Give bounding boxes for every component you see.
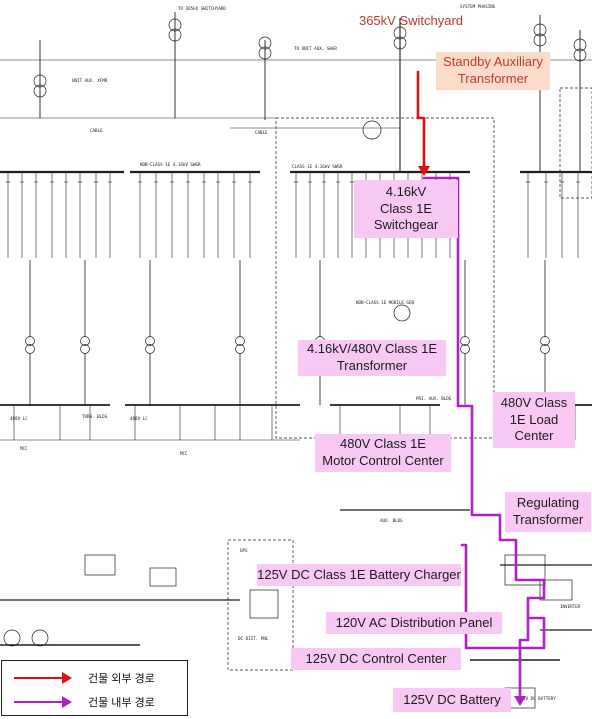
text-inverter: INVERTER — [560, 604, 581, 609]
transformer-winding — [460, 344, 470, 354]
transformer-winding — [235, 336, 245, 346]
text-switchgear-bus: CLASS 1E 4.16kV SWGR — [292, 164, 343, 169]
text-pri-aux-bldg: PRI. AUX. BLDG — [416, 396, 452, 401]
text-diesel-gen: NON-CLASS 1E MOBILE GEN — [356, 300, 414, 305]
text-ups: UPS — [240, 548, 248, 553]
transformer-winding — [168, 28, 182, 42]
transformer-winding — [393, 36, 407, 50]
label-motor-control-center: 480V Class 1E Motor Control Center — [315, 434, 451, 472]
transformer-winding — [573, 38, 587, 52]
text-non-class-swgr: NON-CLASS 1E 4.16kV SWGR — [140, 162, 201, 167]
legend-external-text: 건물 외부 경로 — [88, 673, 155, 685]
path-legend: 건물 외부 경로 건물 내부 경로 — [1, 660, 188, 716]
generator-symbol — [362, 120, 382, 140]
transformer-winding — [80, 336, 90, 346]
legend-internal-arrowhead — [62, 696, 72, 708]
text-mcc-1: MCC — [20, 446, 28, 451]
text-480v-lc-2: 480V LC — [130, 416, 148, 421]
transformer-winding — [80, 344, 90, 354]
transformer-winding — [533, 23, 547, 37]
label-480v-load-center: 480V Class 1E Load Center — [493, 392, 575, 448]
transformer-winding — [573, 48, 587, 62]
text-mcc-2: MCC — [180, 451, 188, 456]
transformer-winding — [145, 336, 155, 346]
text-turb-bldg: TURB. BLDG — [82, 414, 108, 419]
transformer-winding — [533, 33, 547, 47]
legend-internal-text: 건물 내부 경로 — [88, 697, 155, 709]
text-480v-lc-1: 480V LC — [10, 416, 28, 421]
transformer-winding — [540, 336, 550, 346]
legend-internal-line — [14, 701, 62, 703]
label-dc-control-center: 125V DC Control Center — [291, 648, 461, 670]
label-365kv-switchyard: 365kV Switchyard — [358, 12, 464, 28]
legend-external-path: 건물 외부 경로 — [2, 666, 187, 690]
transformer-winding — [235, 344, 245, 354]
label-class-1e-transformer: 4.16kV/480V Class 1E Transformer — [298, 340, 446, 376]
generator-symbol-left — [3, 629, 21, 647]
transformer-winding — [25, 344, 35, 354]
transformer-winding — [33, 74, 47, 88]
auto-xfer-switch — [504, 554, 546, 586]
text-cable: CABLE — [90, 128, 103, 133]
transformer-winding — [540, 344, 550, 354]
legend-internal-path: 건물 내부 경로 — [2, 690, 187, 714]
label-regulating-transformer: Regulating Transformer — [505, 492, 591, 532]
internal-path-arrowhead — [514, 696, 526, 706]
generator-symbol-left-2 — [31, 629, 49, 647]
label-125v-dc-battery: 125V DC Battery — [393, 688, 511, 712]
external-path-arrowhead — [418, 166, 430, 176]
ac-dist-box — [249, 589, 279, 619]
label-standby-auxiliary-transformer: Standby Auxiliary Transformer — [436, 52, 550, 90]
inverter-box — [84, 554, 116, 576]
transformer-winding — [393, 26, 407, 40]
transformer-winding — [258, 36, 272, 50]
external-power-path — [416, 70, 426, 170]
text-system-phasing: SYSTEM PHASING — [460, 4, 496, 9]
transformer-winding — [33, 84, 47, 98]
text-cable-2: CABLE — [255, 130, 268, 135]
text-switchyard-ref: TO 365kV SWITCHYARD — [178, 6, 226, 11]
ups-boundary — [227, 539, 294, 671]
text-battery: 125V DC BATTERY — [518, 696, 556, 701]
transformer-winding — [168, 18, 182, 32]
internal-power-path — [422, 176, 546, 702]
diesel-generator-symbol — [393, 304, 411, 322]
text-unit-aux-xfmr: UNIT AUX. XFMR — [72, 78, 108, 83]
label-ac-distribution-panel: 120V AC Distribution Panel — [326, 612, 502, 634]
transformer-winding — [25, 336, 35, 346]
label-class-1e-switchgear: 4.16kV Class 1E Switchgear — [354, 180, 458, 238]
transformer-winding — [258, 46, 272, 60]
text-aux-bldg: AUX. BLDG — [380, 518, 403, 523]
transformer-winding — [145, 344, 155, 354]
text-unit-aux-swgr: TO UNIT AUX. SWGR — [294, 46, 337, 51]
right-boundary — [559, 87, 592, 199]
legend-external-arrowhead — [62, 672, 72, 684]
legend-external-line — [14, 677, 62, 679]
label-battery-charger: 125V DC Class 1E Battery Charger — [257, 564, 461, 586]
transformer-winding — [460, 336, 470, 346]
charger-box — [149, 567, 177, 587]
text-dc-dist: DC DIST. PNL — [238, 636, 269, 641]
inverter-box-right — [539, 579, 573, 601]
